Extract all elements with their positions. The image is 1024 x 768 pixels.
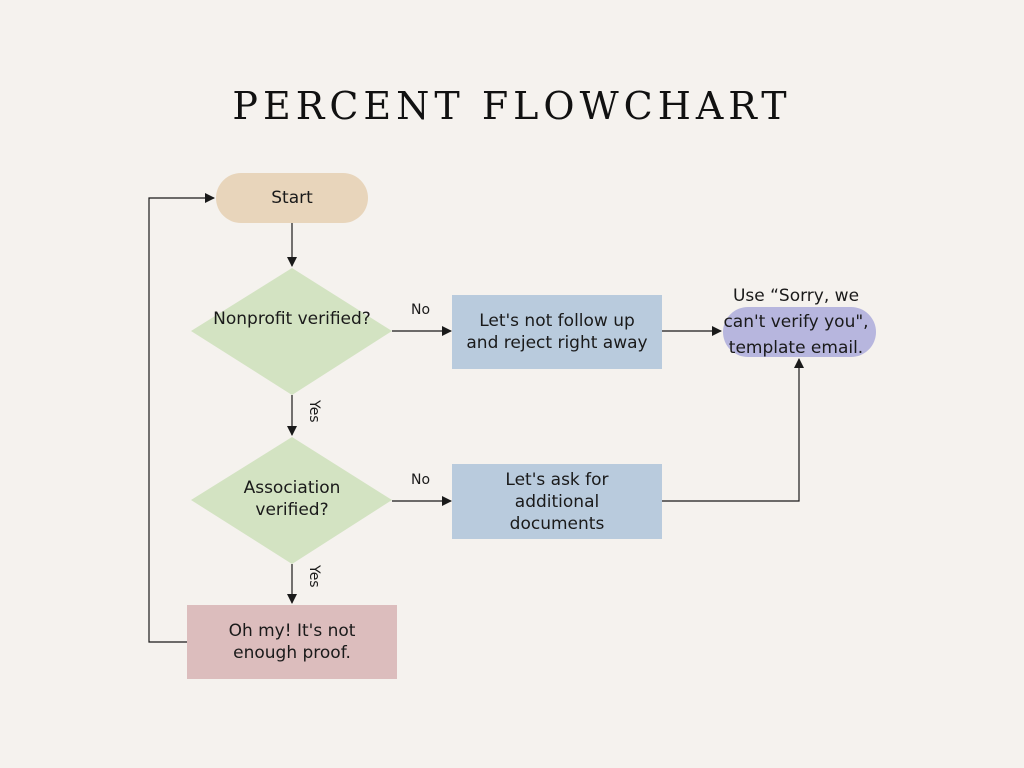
association-decision-label: Association verified? [243,478,341,520]
edge-proof-loop-to-start [148,193,215,643]
page-title: PERCENT FLOWCHART [232,84,792,128]
association-decision-shape [191,437,392,564]
edge-label-nonprofit-no: No [411,302,431,318]
ask-documents-label: Let's ask for additional documents [505,469,609,534]
template-email-label: Use “Sorry, we can't verify you", templa… [723,286,869,358]
edge-ask-to-email [662,358,804,502]
template-email-node [723,307,876,357]
not-enough-proof-node: Oh my! It's not enough proof. [187,605,397,679]
nonprofit-decision-label: Nonprofit verified? [213,309,371,329]
ask-documents-node: Let's ask for additional documents [452,464,662,539]
reject-node: Let's not follow up and reject right awa… [452,295,662,369]
nonprofit-decision-shape [191,268,392,395]
edge-label-association-yes: Yes [306,565,322,588]
edge-label-nonprofit-yes: Yes [306,400,322,423]
start-node: Start [216,173,368,223]
reject-label: Let's not follow up and reject right awa… [466,311,648,353]
start-label: Start [271,188,313,208]
not-enough-proof-label: Oh my! It's not enough proof. [228,621,356,663]
edge-label-association-no: No [411,472,431,488]
